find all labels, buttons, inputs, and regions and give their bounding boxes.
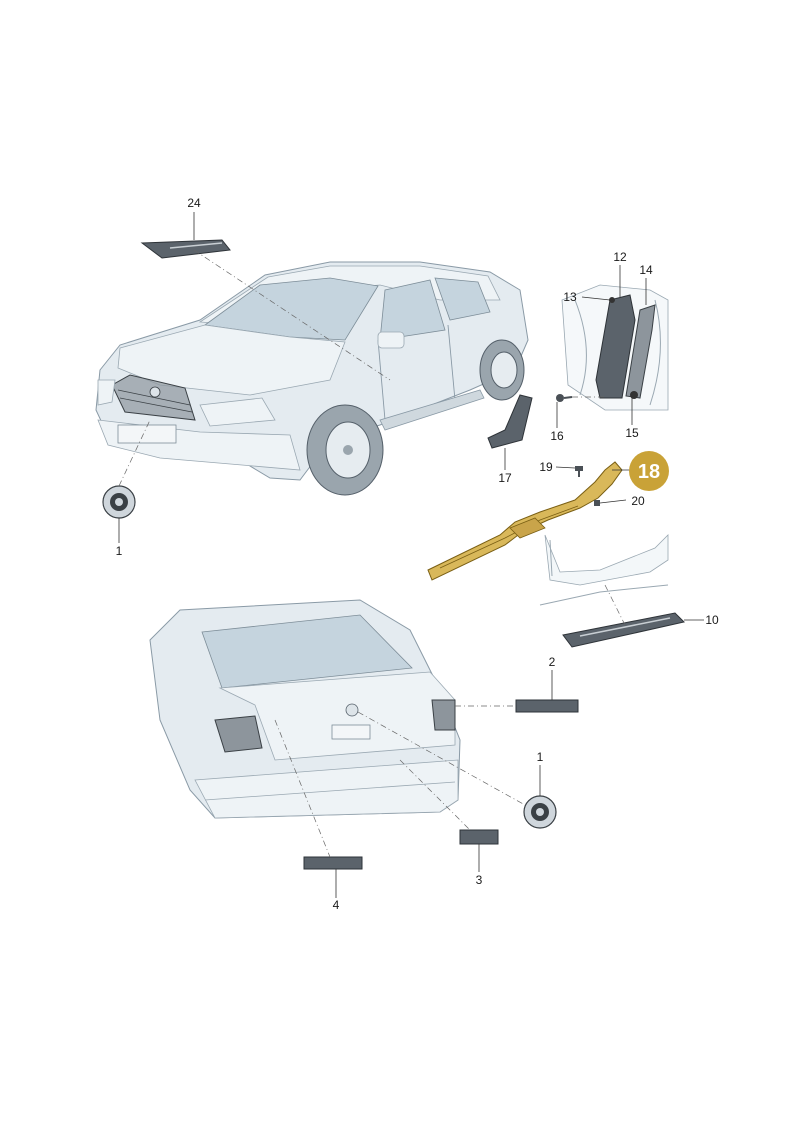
part-4-lettering — [303, 856, 363, 870]
sill-inset-illustration — [539, 534, 669, 606]
part-16-screw-icon — [556, 394, 573, 402]
rear-car-illustration — [149, 599, 461, 819]
part-19-screw-icon — [575, 466, 583, 477]
part-18-sill-trim-highlighted — [427, 461, 623, 581]
callout-14: 14 — [639, 263, 653, 277]
part-2-lettering — [515, 699, 579, 713]
callout-10: 10 — [705, 613, 719, 627]
front-car-illustration — [95, 261, 529, 496]
part-1-front-badge-icon — [102, 485, 136, 519]
part-24-side-trim — [140, 239, 231, 259]
callout-1-front: 1 — [116, 544, 123, 558]
callout-labels: 24 12 14 13 16 15 17 19 20 1 10 2 1 3 4 — [116, 196, 719, 912]
callout-18-highlight[interactable]: 18 — [629, 451, 669, 491]
part-3-lettering — [459, 829, 499, 845]
callout-2: 2 — [549, 655, 556, 669]
callout-19: 19 — [539, 460, 553, 474]
callout-12: 12 — [613, 250, 627, 264]
part-20-clip-icon — [594, 500, 600, 506]
callout-1-rear: 1 — [537, 750, 544, 764]
part-17-mudflap — [487, 394, 533, 449]
callout-4: 4 — [333, 898, 340, 912]
leader-lines — [118, 212, 704, 898]
callout-15: 15 — [625, 426, 639, 440]
callout-20: 20 — [631, 494, 645, 508]
pillar-inset-illustration — [561, 284, 669, 411]
callout-18: 18 — [638, 461, 660, 483]
callout-24: 24 — [187, 196, 201, 210]
callout-17: 17 — [498, 471, 512, 485]
callout-16: 16 — [550, 429, 564, 443]
callout-13: 13 — [563, 290, 577, 304]
part-1-rear-badge-icon — [523, 795, 557, 829]
callout-3: 3 — [476, 873, 483, 887]
